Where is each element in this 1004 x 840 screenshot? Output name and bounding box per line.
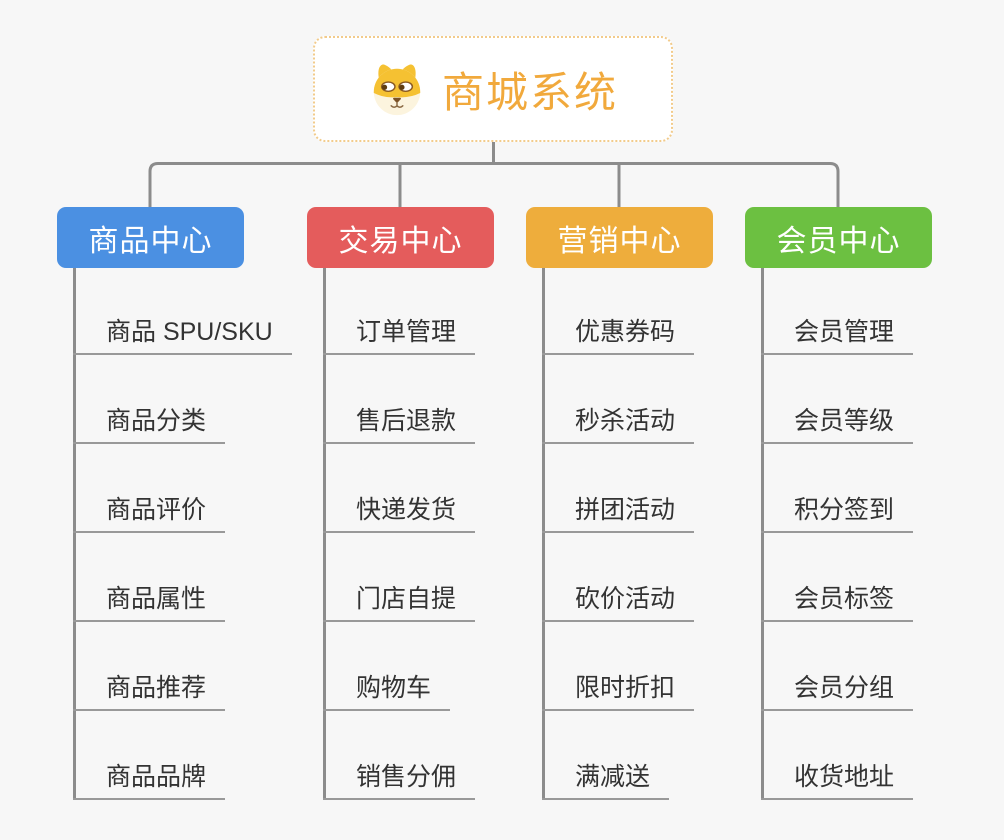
branch-label: 商品中心 <box>88 224 213 258</box>
branch-children-column: 商品 SPU/SKU 商品分类商品评价商品属性商品推荐商品品牌 <box>73 268 333 800</box>
child-topic[interactable]: 积分签到 <box>761 487 914 533</box>
child-topic[interactable]: 会员标签 <box>761 576 914 622</box>
child-topic[interactable]: 收货地址 <box>761 754 914 800</box>
child-topic[interactable]: 订单管理 <box>323 309 476 355</box>
child-topic[interactable]: 商品 SPU/SKU <box>73 309 292 355</box>
root-topic-title: 商城系统 <box>441 68 618 116</box>
child-topic[interactable]: 门店自提 <box>323 576 476 622</box>
child-topic[interactable]: 商品评价 <box>73 487 226 533</box>
branch-children-column: 会员管理会员等级积分签到会员标签会员分组收货地址 <box>761 268 1004 800</box>
child-topic[interactable]: 商品属性 <box>73 576 226 622</box>
child-topic[interactable]: 商品品牌 <box>73 754 226 800</box>
branch-node-member-center[interactable]: 会员中心 <box>745 207 932 268</box>
child-topic[interactable]: 限时折扣 <box>542 665 695 711</box>
child-topic[interactable]: 会员等级 <box>761 398 914 444</box>
root-topic[interactable]: 商城系统 <box>313 36 673 142</box>
branch-node-product-center[interactable]: 商品中心 <box>57 207 244 268</box>
child-topic[interactable]: 售后退款 <box>323 398 476 444</box>
branch-node-trade-center[interactable]: 交易中心 <box>307 207 494 268</box>
child-topic[interactable]: 会员分组 <box>761 665 914 711</box>
branch-node-marketing-center[interactable]: 营销中心 <box>526 207 713 268</box>
branch-children-column: 优惠券码秒杀活动拼团活动砍价活动限时折扣满减送 <box>542 268 802 800</box>
branch-label: 交易中心 <box>338 224 463 258</box>
child-topic[interactable]: 优惠券码 <box>542 309 695 355</box>
child-topic[interactable]: 满减送 <box>542 754 670 800</box>
child-topic[interactable]: 快递发货 <box>323 487 476 533</box>
child-topic[interactable]: 购物车 <box>323 665 451 711</box>
child-topic[interactable]: 砍价活动 <box>542 576 695 622</box>
branch-children-column: 订单管理售后退款快递发货门店自提购物车销售分佣 <box>323 268 583 800</box>
child-topic[interactable]: 会员管理 <box>761 309 914 355</box>
shiba-dog-icon <box>373 64 421 116</box>
child-topic[interactable]: 拼团活动 <box>542 487 695 533</box>
child-topic[interactable]: 销售分佣 <box>323 754 476 800</box>
branch-label: 营销中心 <box>557 224 682 258</box>
child-topic[interactable]: 商品推荐 <box>73 665 226 711</box>
branch-label: 会员中心 <box>776 224 901 258</box>
child-topic[interactable]: 秒杀活动 <box>542 398 695 444</box>
child-topic[interactable]: 商品分类 <box>73 398 226 444</box>
